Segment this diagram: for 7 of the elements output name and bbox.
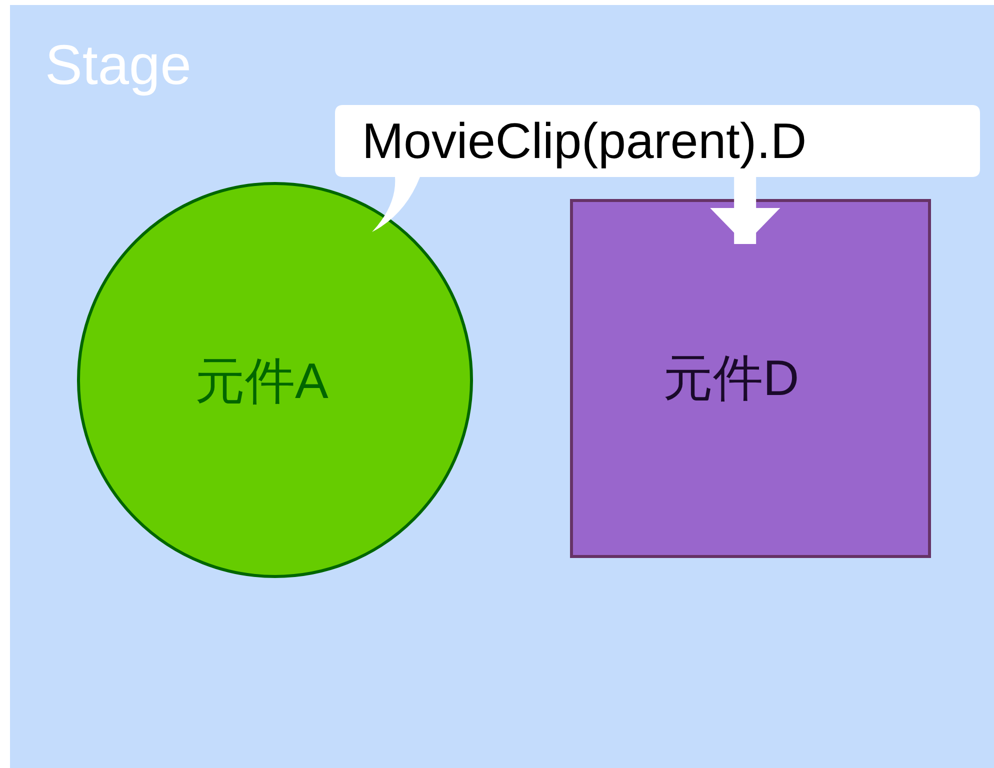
component-square — [570, 199, 931, 558]
stage-panel — [10, 5, 994, 768]
code-text: MovieClip(parent).D — [362, 112, 807, 171]
component-label: 元件A — [195, 353, 328, 409]
stage-title: Stage — [45, 35, 192, 95]
arrow — [710, 177, 780, 244]
component-label: 元件D — [663, 350, 800, 406]
